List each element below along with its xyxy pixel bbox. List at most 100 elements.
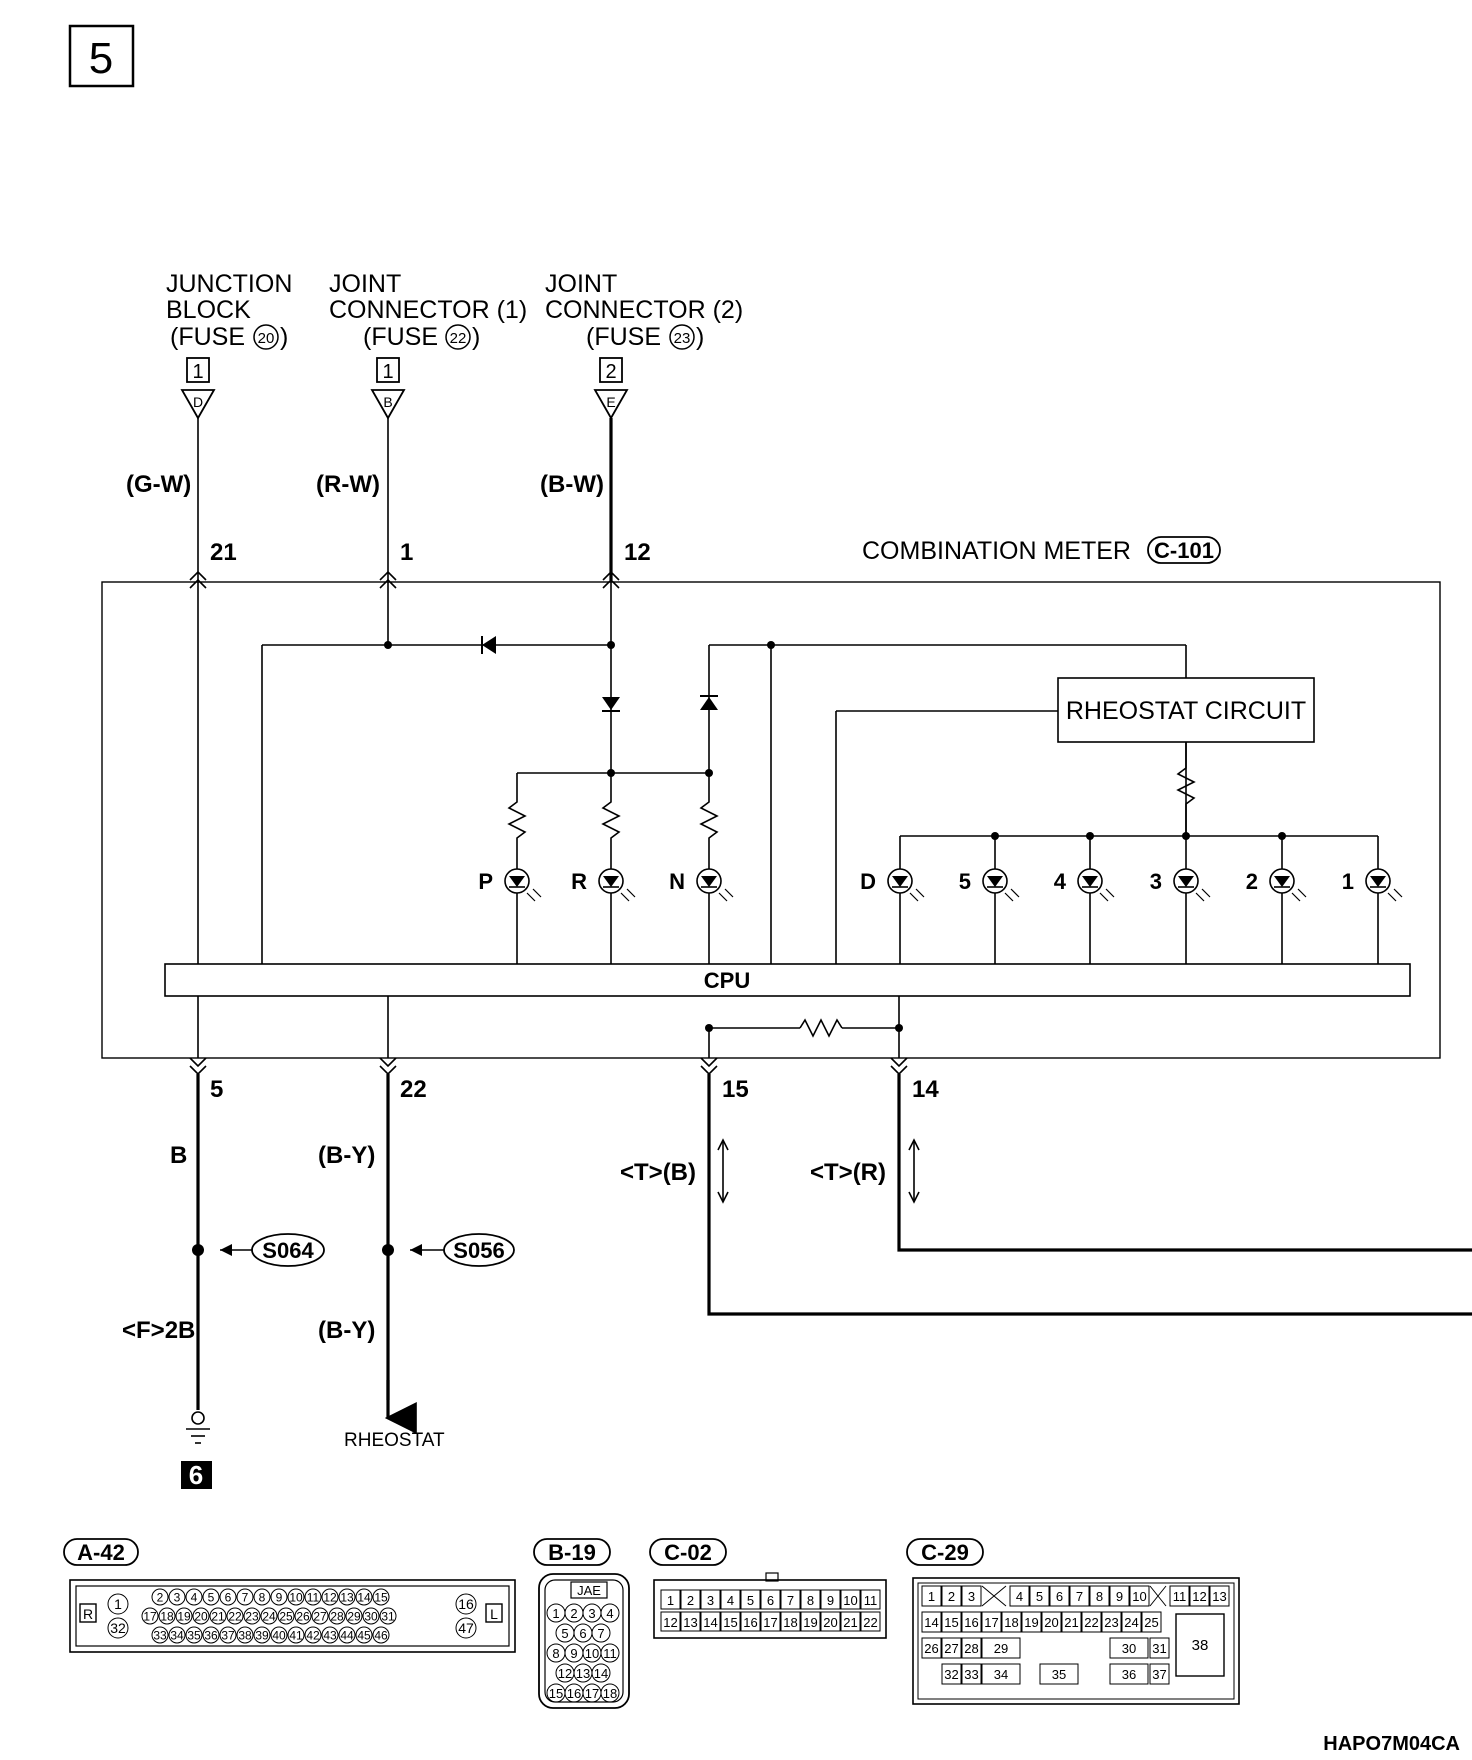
pin-20: 20 [1044,1615,1058,1630]
svg-text:JAE: JAE [577,1583,601,1598]
svg-text:RHEOSTAT CIRCUIT: RHEOSTAT CIRCUIT [1066,697,1306,725]
svg-text:(FUSE: (FUSE [170,323,245,351]
svg-text:CPU: CPU [704,968,750,993]
pin-18: 18 [603,1686,617,1701]
diode-up [700,695,718,710]
pin-13: 13 [683,1615,697,1630]
svg-text:2: 2 [605,361,616,383]
pin-13: 13 [1212,1589,1226,1604]
pin-16: 16 [458,1596,474,1612]
svg-text:R: R [83,1606,93,1622]
meter-box [101,581,1441,1059]
pin-41: 41 [289,1628,303,1642]
pin-11: 11 [1173,1589,1187,1604]
pin-10: 10 [1132,1589,1146,1604]
ground-symbol: 6 [181,1411,212,1490]
pin-28: 28 [964,1641,978,1656]
svg-text:JOINT: JOINT [545,270,617,298]
pin-9: 9 [570,1646,577,1661]
pin-21: 21 [1064,1615,1078,1630]
pin-10: 10 [585,1646,599,1661]
svg-text:BLOCK: BLOCK [166,296,251,324]
pin-20: 20 [823,1615,837,1630]
svg-text:23: 23 [674,330,691,347]
pin-21: 21 [211,1609,225,1623]
svg-text:C-02: C-02 [664,1540,712,1565]
pin-12: 12 [624,539,651,566]
pin-17: 17 [763,1615,777,1630]
svg-text:1: 1 [1342,869,1354,894]
svg-text:B-19: B-19 [548,1540,596,1565]
pin-4: 4 [606,1606,613,1621]
svg-text:S064: S064 [262,1238,314,1263]
pin-28: 28 [330,1609,344,1623]
pin-7: 7 [242,1590,249,1604]
pin-15: 15 [944,1615,958,1630]
pin-1: 1 [552,1606,559,1621]
rheostat-circuit: RHEOSTAT CIRCUIT [1057,677,1315,743]
pin-2: 2 [948,1589,955,1604]
pin-22: 22 [228,1609,242,1623]
pin-25: 25 [1144,1615,1158,1630]
led-4: 4 [1054,868,1115,964]
pin-5: 5 [747,1593,754,1608]
splice-s056: S056 [410,1233,515,1267]
rheostat-resistor [1176,742,1196,836]
pin-22: 22 [400,1076,427,1103]
svg-text:D: D [860,869,876,894]
pin-14: 14 [703,1615,717,1630]
wire-label-f2b: <F>2B [122,1317,195,1344]
pin-19: 19 [1024,1615,1038,1630]
pin-2: 2 [570,1606,577,1621]
pin-1: 1 [667,1593,674,1608]
pin-20: 20 [194,1609,208,1623]
pin-29: 29 [994,1641,1008,1656]
source-connector-e: 2 E [593,357,629,420]
led-p: P [478,868,542,964]
pin-12: 12 [1192,1589,1206,1604]
wire-label-g-w: (G-W) [126,471,191,498]
pin-12: 12 [663,1615,677,1630]
led-1: 1 [1342,868,1403,964]
pin-26: 26 [924,1641,938,1656]
pin-3: 3 [707,1593,714,1608]
wire-label-b: B [170,1142,187,1169]
pin-9: 9 [827,1593,834,1608]
svg-text:20: 20 [258,330,275,347]
svg-text:(FUSE: (FUSE [586,323,661,351]
wire-label-t-r: <T>(R) [810,1159,886,1186]
svg-text:1: 1 [382,361,393,383]
pin-31: 31 [1152,1641,1166,1656]
pin-11: 11 [307,1590,320,1604]
pin-31: 31 [381,1609,395,1623]
pin-38: 38 [1192,1637,1209,1654]
pin-47: 47 [458,1620,474,1636]
pin-18: 18 [1004,1615,1018,1630]
pin-6: 6 [1056,1589,1063,1604]
led-r: R [571,868,636,964]
svg-text:JOINT: JOINT [329,270,401,298]
pin-15: 15 [549,1686,563,1701]
meter-title: COMBINATION METER C-101 [862,536,1221,565]
svg-text:6: 6 [189,1460,203,1490]
svg-text:A-42: A-42 [77,1540,125,1565]
pin-1: 1 [114,1596,122,1612]
pin-26: 26 [296,1609,310,1623]
pin-24: 24 [1124,1615,1138,1630]
pin-9: 9 [1116,1589,1123,1604]
pin-19: 19 [803,1615,817,1630]
svg-text:R: R [571,869,587,894]
pin-17: 17 [984,1615,998,1630]
pin-8: 8 [807,1593,814,1608]
wire-label-b-y: (B-Y) [318,1142,375,1169]
pin-14: 14 [357,1590,371,1604]
svg-text:4: 4 [1054,869,1067,894]
pin-45: 45 [357,1628,371,1642]
led-5: 5 [959,868,1020,964]
svg-text:5: 5 [959,869,971,894]
svg-text:3: 3 [1150,869,1162,894]
pin-22: 22 [863,1615,877,1630]
